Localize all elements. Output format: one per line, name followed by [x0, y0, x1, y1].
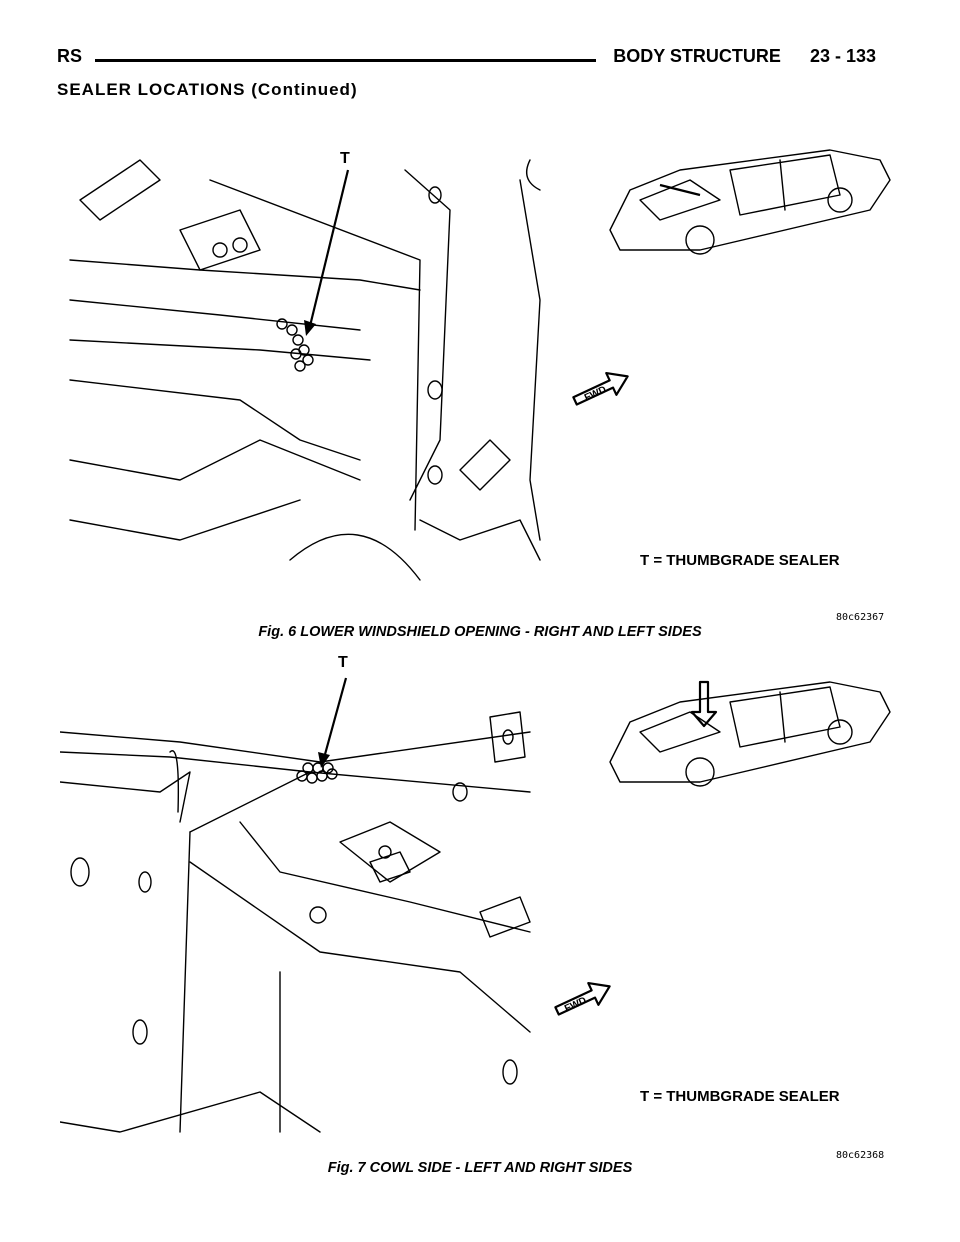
- page-header: RS BODY STRUCTURE 23 - 133: [57, 46, 876, 74]
- fig6-illustration: FWD: [60, 140, 900, 600]
- fig6-caption: Fig. 6 LOWER WINDSHIELD OPENING - RIGHT …: [258, 624, 702, 640]
- fig6-legend: T = THUMBGRADE SEALER: [640, 552, 840, 569]
- header-section-title: BODY STRUCTURE: [613, 46, 781, 66]
- fig7-part-number: 80c62368: [836, 1150, 885, 1161]
- fig6-fwd-arrow: FWD: [572, 371, 629, 406]
- svg-text:FWD: FWD: [563, 995, 588, 1015]
- fig6-part-number: 80c62367: [836, 612, 885, 623]
- fig7-van-outline: [609, 680, 891, 787]
- fig7-caption: Fig. 7 COWL SIDE - LEFT AND RIGHT SIDES: [327, 1160, 633, 1176]
- fig6-van-outline: [609, 149, 891, 255]
- header-left: RS: [57, 46, 83, 66]
- fig7-callout-label: T: [338, 654, 348, 671]
- fig7-sealer-bead: [296, 762, 338, 784]
- header-right: BODY STRUCTURE 23 - 133: [589, 46, 876, 67]
- header-page-number: 23 - 133: [809, 46, 876, 66]
- fig7-illustration: FWD: [60, 672, 900, 1142]
- header-rule: [95, 59, 596, 62]
- fig6-callout-label: T: [340, 150, 350, 167]
- fig6-sealer-bead: [276, 318, 314, 372]
- fig7-legend: T = THUMBGRADE SEALER: [640, 1088, 840, 1105]
- fig7-fwd-arrow: FWD: [554, 981, 611, 1016]
- section-heading: SEALER LOCATIONS (Continued): [57, 80, 358, 99]
- svg-text:FWD: FWD: [583, 384, 608, 404]
